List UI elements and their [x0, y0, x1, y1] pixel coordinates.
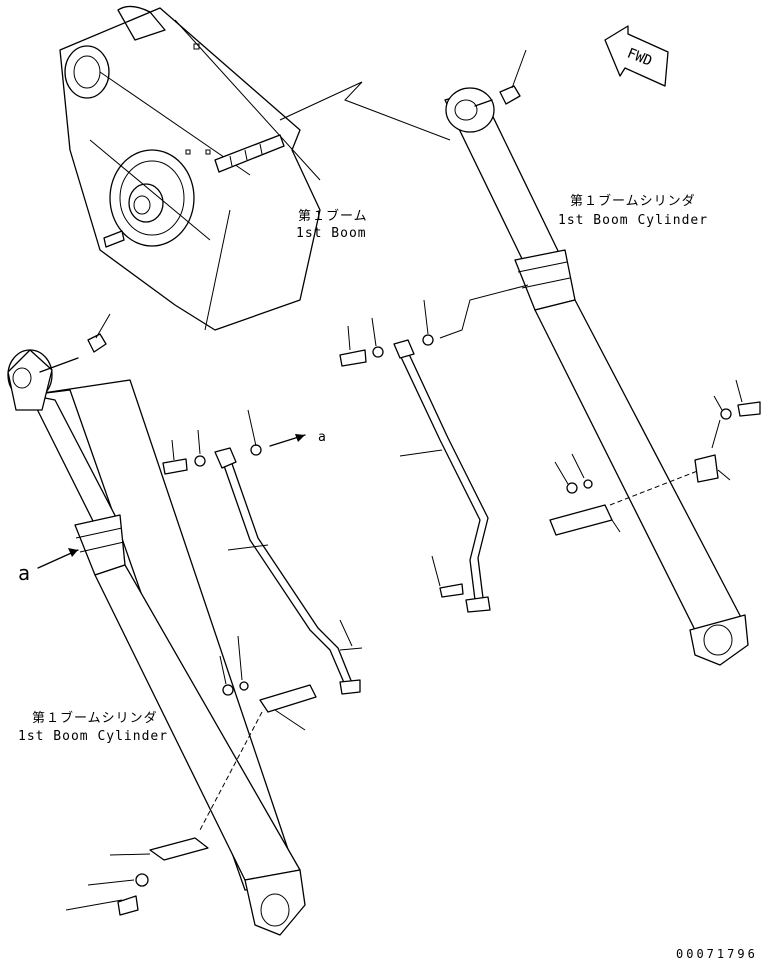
boom-assembly: [59, 5, 451, 331]
right-boom-cylinder: [444, 49, 749, 666]
left-cylinder-label-en: 1st Boom Cylinder: [18, 729, 168, 744]
view-target-arrowhead-icon: [295, 434, 305, 442]
left-cylinder-label-jp: 第１ブームシリンダ: [32, 710, 158, 726]
boom-label-en: 1st Boom: [296, 226, 367, 241]
view-marker-a-target: a: [318, 430, 327, 445]
drawing-number: 00071796: [676, 947, 758, 961]
boom-label-jp: 第１ブーム: [298, 208, 368, 224]
left-grease-tube: [65, 409, 363, 916]
left-boom-cylinder: [7, 313, 306, 936]
view-marker-a: a: [18, 561, 30, 585]
right-cylinder-label-jp: 第１ブームシリンダ: [570, 193, 696, 209]
right-cylinder-label-en: 1st Boom Cylinder: [558, 213, 708, 228]
fwd-arrow-icon: FWD: [604, 25, 669, 87]
view-arrowhead-icon: [68, 548, 78, 557]
right-grease-tube: [339, 284, 761, 613]
